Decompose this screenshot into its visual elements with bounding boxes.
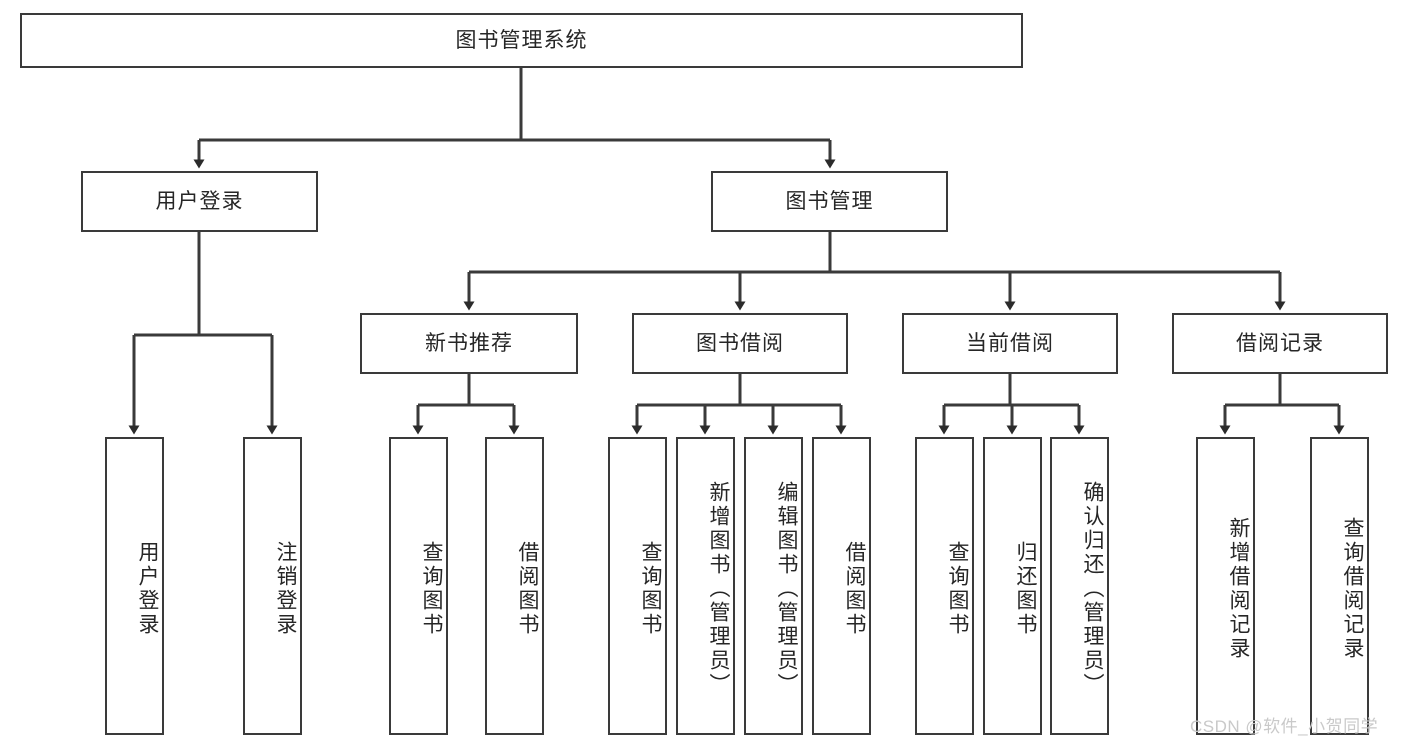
node-book-borrow[interactable]: 图书借阅 <box>632 313 848 374</box>
leaf-add-borrow-record[interactable]: 新增借阅记录 <box>1196 437 1255 735</box>
leaf-add-borrow-record-label: 新增借阅记录 <box>1227 517 1250 661</box>
node-root[interactable]: 图书管理系统 <box>20 13 1023 68</box>
leaf-confirm-return-admin[interactable]: 确认归还（管理员） <box>1050 437 1109 735</box>
leaf-borrow-book[interactable]: 借阅图书 <box>812 437 871 735</box>
node-book-borrow-label: 图书借阅 <box>696 331 784 355</box>
leaf-borrow-book-label: 借阅图书 <box>843 541 866 637</box>
leaf-query-book-borrow-label: 查询图书 <box>639 541 662 637</box>
leaf-query-book-recommend[interactable]: 查询图书 <box>389 437 448 735</box>
leaf-edit-book-admin-label: 编辑图书（管理员） <box>775 481 798 697</box>
node-new-book-recommend-label: 新书推荐 <box>425 331 513 355</box>
leaf-borrow-book-recommend[interactable]: 借阅图书 <box>485 437 544 735</box>
leaf-query-book-recommend-label: 查询图书 <box>420 541 443 637</box>
node-current-borrow[interactable]: 当前借阅 <box>902 313 1118 374</box>
node-book-manage-label: 图书管理 <box>785 189 874 213</box>
leaf-query-book-borrow[interactable]: 查询图书 <box>608 437 667 735</box>
leaf-return-book-label: 归还图书 <box>1014 541 1037 637</box>
node-borrow-record-label: 借阅记录 <box>1236 331 1324 355</box>
leaf-user-login-label: 用户登录 <box>136 541 159 637</box>
node-new-book-recommend[interactable]: 新书推荐 <box>360 313 578 374</box>
leaf-borrow-book-recommend-label: 借阅图书 <box>516 541 539 637</box>
leaf-query-book-current[interactable]: 查询图书 <box>915 437 974 735</box>
leaf-edit-book-admin[interactable]: 编辑图书（管理员） <box>744 437 803 735</box>
leaf-query-borrow-record[interactable]: 查询借阅记录 <box>1310 437 1369 735</box>
leaf-user-login[interactable]: 用户登录 <box>105 437 164 735</box>
node-user-login-label: 用户登录 <box>155 189 244 213</box>
leaf-logout[interactable]: 注销登录 <box>243 437 302 735</box>
leaf-add-book-admin[interactable]: 新增图书（管理员） <box>676 437 735 735</box>
leaf-return-book[interactable]: 归还图书 <box>983 437 1042 735</box>
node-root-label: 图书管理系统 <box>455 28 588 52</box>
leaf-confirm-return-admin-label: 确认归还（管理员） <box>1081 481 1104 697</box>
leaf-add-book-admin-label: 新增图书（管理员） <box>707 481 730 697</box>
node-current-borrow-label: 当前借阅 <box>966 331 1054 355</box>
leaf-query-book-current-label: 查询图书 <box>946 541 969 637</box>
leaf-logout-label: 注销登录 <box>274 541 297 637</box>
watermark: CSDN @软件_小贺同学 <box>1190 717 1379 736</box>
node-user-login[interactable]: 用户登录 <box>81 171 318 232</box>
node-book-manage[interactable]: 图书管理 <box>711 171 948 232</box>
leaf-query-borrow-record-label: 查询借阅记录 <box>1341 517 1364 661</box>
node-borrow-record[interactable]: 借阅记录 <box>1172 313 1388 374</box>
